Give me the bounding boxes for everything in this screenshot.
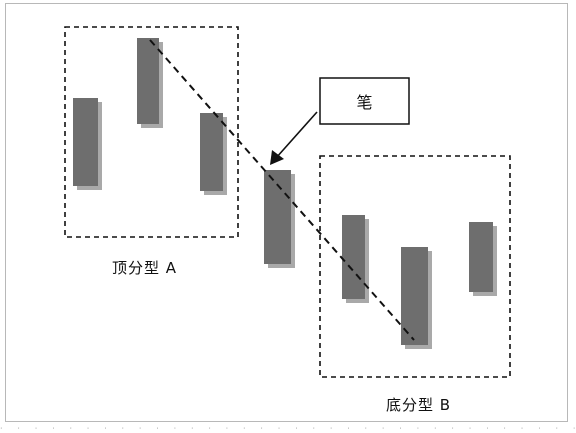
callout-arrow-head-icon (270, 150, 284, 165)
candle-b3 (469, 222, 493, 292)
bottom-fractal-box (319, 155, 511, 378)
candles-group (73, 38, 497, 349)
group-b-label: 底分型 B (386, 396, 452, 414)
callout-arrow-line (275, 111, 318, 159)
candle-b1 (342, 215, 365, 299)
bi-stroke-line (149, 39, 415, 341)
candle-a2 (137, 38, 159, 124)
candle-b2 (401, 247, 428, 345)
group-a-label: 顶分型 A (112, 259, 178, 277)
callout-box (319, 77, 410, 125)
dotted-border-strip: ‧ ‧ ‧ ‧ ‧ ‧ ‧ ‧ ‧ ‧ ‧ ‧ ‧ ‧ ‧ ‧ ‧ ‧ ‧ ‧ … (0, 424, 576, 433)
top-fractal-box (64, 26, 239, 238)
candle-a3 (200, 113, 223, 191)
candle-a1 (73, 98, 98, 186)
callout-label: 笔 (356, 93, 373, 112)
